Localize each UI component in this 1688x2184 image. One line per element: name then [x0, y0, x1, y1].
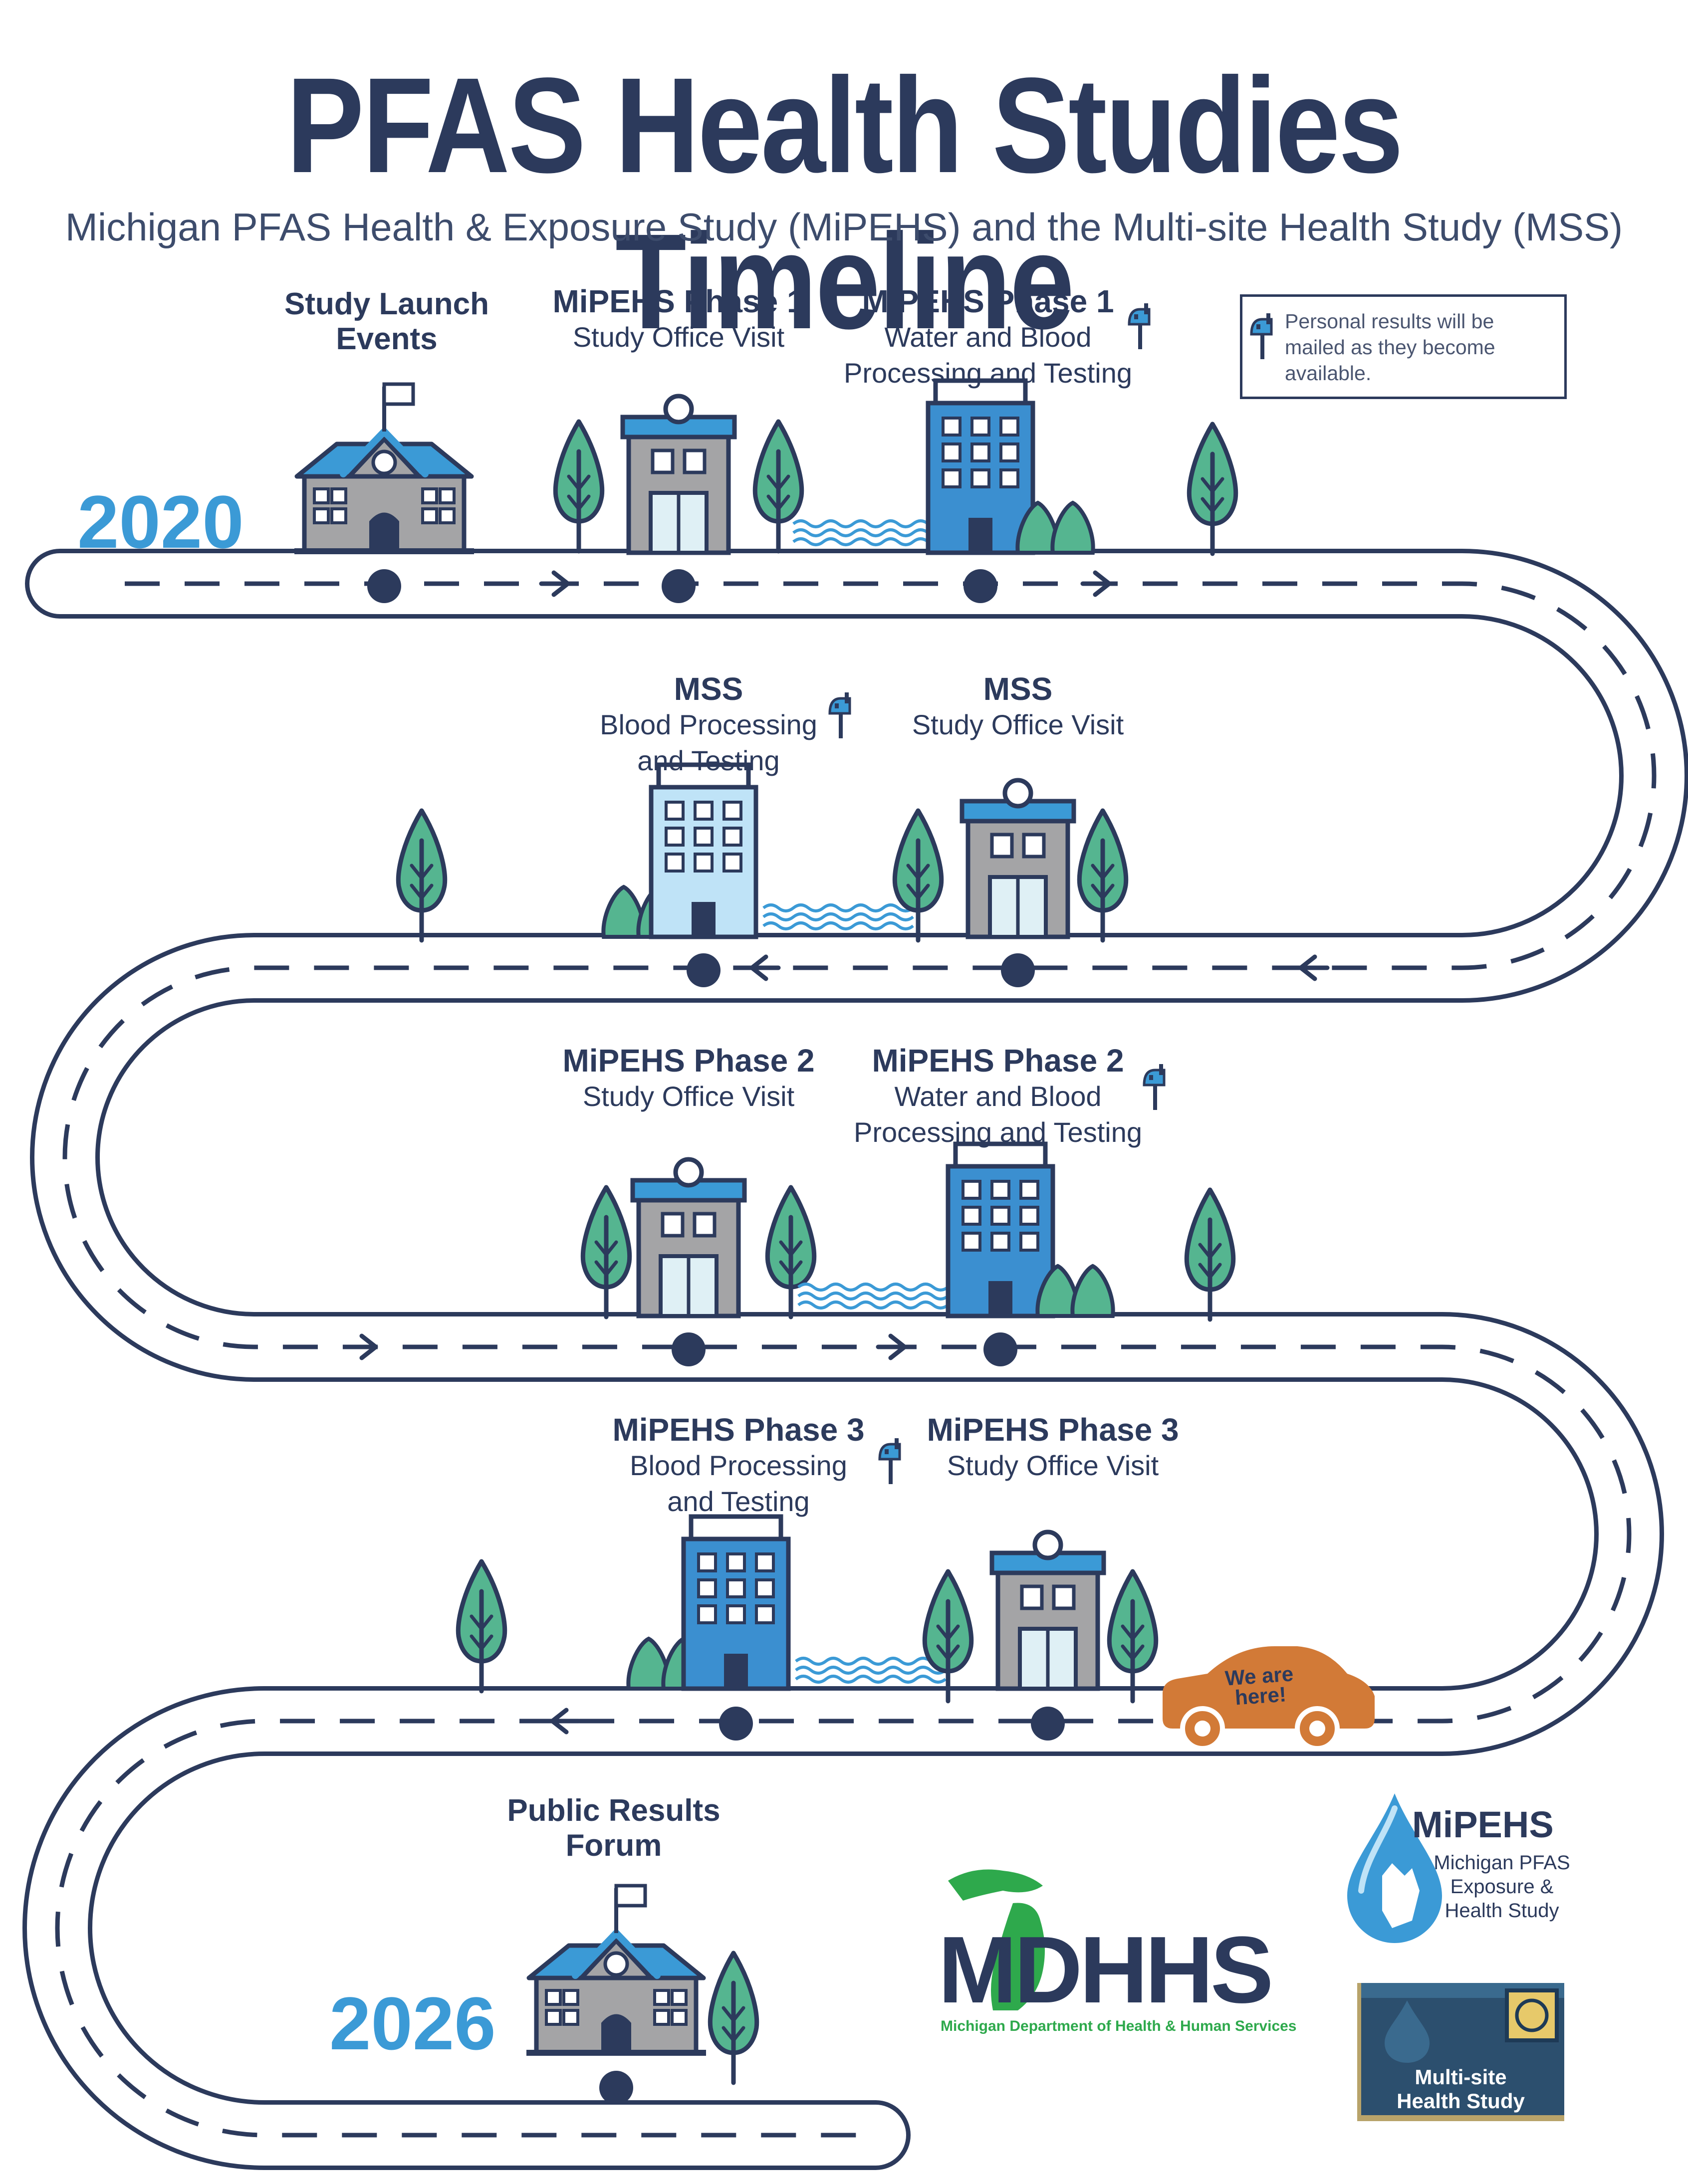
milestone-mipehs-1-visit: MiPEHS Phase 1 Study Office Visit	[552, 283, 805, 353]
page-subtitle: Michigan PFAS Health & Exposure Study (M…	[65, 205, 1623, 249]
milestone-public-forum: Public Results Forum	[507, 1793, 721, 1863]
legend-text: Personal results will be mailed as they …	[1285, 310, 1495, 385]
mipehs-logo-lines: Michigan PFAS Exposure & Health Study	[1434, 1852, 1570, 1922]
page-title: PFAS Health Studies Timeline	[286, 49, 1404, 357]
year-end: 2026	[329, 1981, 496, 2065]
mdhhs-logo-tagline: Michigan Department of Health & Human Se…	[941, 2018, 1297, 2034]
direction-arrows	[347, 570, 1330, 1735]
milestone-mipehs-3-lab: MiPEHS Phase 3 Blood Processing and Test…	[612, 1412, 865, 1517]
milestone-mss-visit: MSS Study Office Visit	[912, 671, 1124, 740]
milestone-mss-lab: MSS Blood Processing and Testing	[600, 671, 817, 776]
milestone-mipehs-2-visit: MiPEHS Phase 2 Study Office Visit	[562, 1043, 815, 1112]
mss-logo-lines: Multi-site Health Study	[1397, 2065, 1525, 2113]
car-icon	[1163, 1646, 1375, 1751]
mss-logo	[1357, 1983, 1564, 2121]
legend-box	[1240, 294, 1567, 399]
mipehs-logo-name: MiPEHS	[1412, 1804, 1554, 1845]
year-start: 2020	[77, 480, 244, 564]
milestone-mipehs-3-visit: MiPEHS Phase 3 Study Office Visit	[927, 1412, 1179, 1481]
mdhhs-logo-name: MDHHS	[938, 1917, 1274, 2023]
mipehs-droplet-icon	[1347, 1793, 1442, 1943]
timeline-stops	[367, 569, 1065, 2105]
michigan-map-icon	[948, 1869, 1045, 2010]
milestone-mipehs-1-lab: MiPEHS Phase 1 Water and Blood Processin…	[844, 283, 1132, 389]
milestone-mipehs-2-lab: MiPEHS Phase 2 Water and Blood Processin…	[854, 1043, 1142, 1148]
milestone-launch: Study Launch Events	[284, 287, 489, 356]
